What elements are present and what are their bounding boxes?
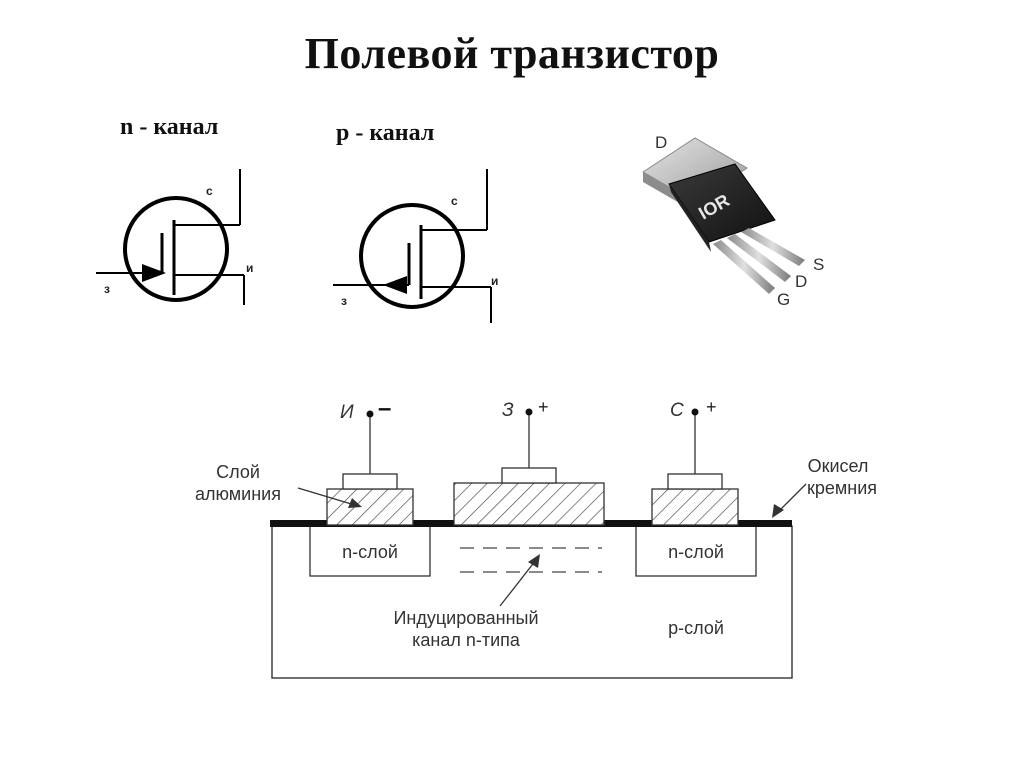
arrow-left-icon	[383, 276, 407, 294]
mosfet-cross-section: И – З + С + n-слой n-слой р-слой Слой ал…	[195, 395, 877, 679]
gate-terminal-sign: +	[538, 397, 549, 417]
aluminium-leader-line	[297, 487, 359, 507]
gate-label: з	[341, 294, 347, 308]
page-title: Полевой транзистор	[304, 29, 720, 78]
symbol-circle	[123, 196, 229, 302]
channel-label-line1: Индуцированный	[393, 608, 538, 628]
terminal-cap-source	[342, 473, 398, 490]
pin-label-g: G	[777, 290, 790, 309]
pin-label-d: D	[795, 272, 807, 291]
arrow-right-icon	[142, 264, 166, 282]
oxide-label-line1: Окисел	[808, 456, 869, 476]
p-layer-label: р-слой	[668, 618, 724, 638]
package-body	[668, 163, 776, 243]
source-terminal-sign: –	[378, 395, 391, 422]
aluminium-source	[326, 488, 414, 526]
source-label: и	[491, 274, 498, 288]
aluminium-label-line1: Слой	[216, 462, 260, 482]
n-layer-right-label: n-слой	[668, 542, 724, 562]
pin-gate	[713, 240, 775, 294]
channel-label-line2: канал n-типа	[412, 630, 521, 650]
aluminium-drain	[651, 488, 739, 526]
terminal-cap-drain	[667, 473, 723, 490]
drain-label: с	[206, 184, 213, 198]
pin-drain	[727, 234, 791, 282]
symbol-circle	[359, 203, 465, 309]
drain-label: с	[451, 194, 458, 208]
channel-arrow-icon	[528, 554, 540, 568]
drain-terminal-dot	[691, 408, 699, 416]
p-channel-title: p - канал	[336, 120, 435, 146]
tab-label-d: D	[655, 133, 667, 152]
pin-source	[741, 228, 805, 266]
n-layer-left-label: n-слой	[342, 542, 398, 562]
gate-terminal-dot	[525, 408, 533, 416]
aluminium-arrow-icon	[348, 498, 362, 508]
terminal-cap-gate	[501, 467, 557, 484]
oxide-label-line2: кремния	[807, 478, 877, 498]
aluminium-label-line2: алюминия	[195, 484, 281, 504]
drain-terminal-letter: С	[670, 400, 684, 421]
gate-terminal-letter: З	[502, 400, 514, 421]
n-channel-title: n - канал	[120, 114, 219, 140]
n-channel-symbol: с и з	[96, 169, 253, 305]
source-terminal-dot	[366, 410, 374, 418]
p-channel-symbol: с и з	[333, 169, 498, 323]
drain-terminal-sign: +	[706, 397, 717, 417]
pin-label-s: S	[813, 255, 824, 274]
source-label: и	[246, 261, 253, 275]
oxide-leader-line	[777, 483, 807, 513]
package-body-side	[669, 184, 711, 252]
to220-package: IOR D S D G	[642, 133, 824, 309]
source-terminal-letter: И	[340, 402, 354, 423]
gate-label: з	[104, 282, 110, 296]
channel-leader-line	[499, 559, 537, 607]
oxide-arrow-icon	[772, 504, 784, 518]
aluminium-gate	[453, 482, 605, 526]
